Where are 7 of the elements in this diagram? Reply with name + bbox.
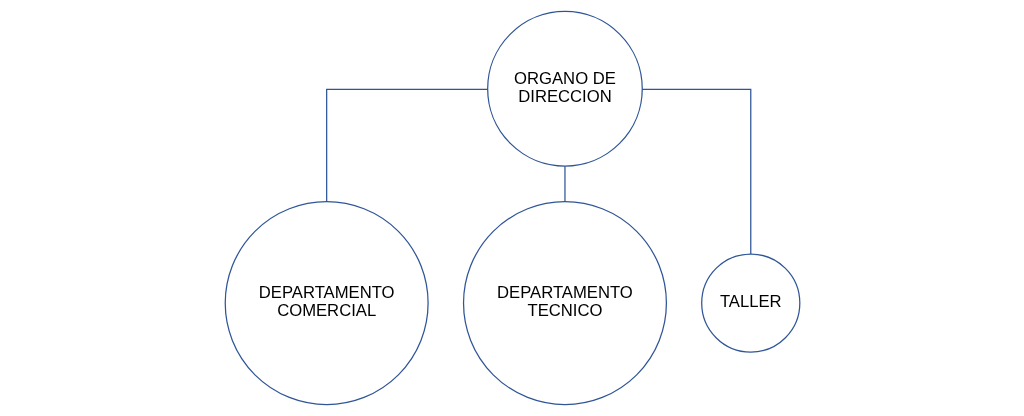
node-circle: DEPARTAMENTO COMERCIAL (224, 201, 429, 406)
node-circle: DEPARTAMENTO TECNICO (462, 201, 667, 406)
connector (563, 165, 566, 203)
connector (641, 88, 751, 255)
connector (325, 88, 488, 203)
node-circle: TALLER (700, 253, 800, 353)
node-circle: ORGANO DE DIRECCION (486, 10, 643, 167)
